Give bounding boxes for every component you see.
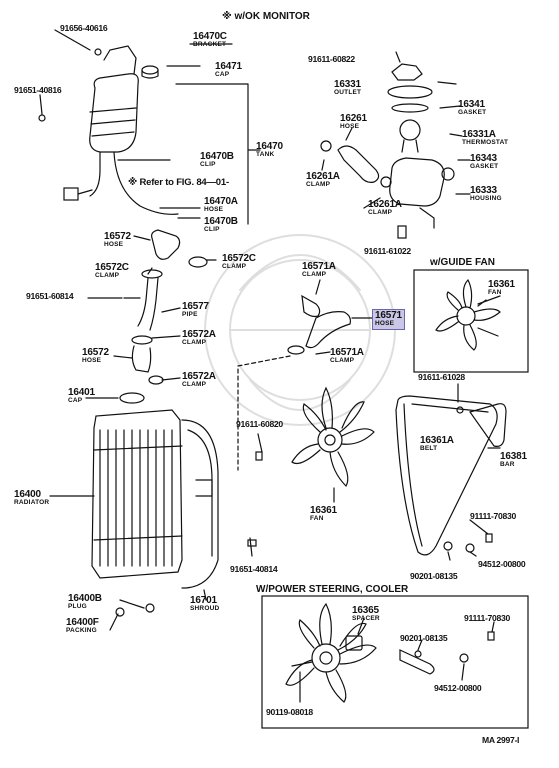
watermark-emblem: [204, 234, 396, 426]
hose-leader-lines: [87, 235, 373, 381]
part-number[interactable]: 90119-08018: [266, 707, 313, 717]
part-number[interactable]: 91611-60822: [308, 54, 355, 64]
part-number[interactable]: 94512-00800: [478, 559, 526, 569]
diagram-id: MA 2997-I: [482, 735, 520, 745]
guide-fan-header: w/GUIDE FAN: [430, 257, 496, 268]
part-number[interactable]: 91651-60814: [26, 291, 74, 301]
part-number[interactable]: 90201-08135: [400, 633, 448, 643]
part-number[interactable]: 90201-08135: [410, 571, 458, 581]
part-number[interactable]: 91111-70830: [470, 511, 516, 521]
part-number[interactable]: 91651-40816: [14, 85, 62, 95]
belt-leader-lines: [447, 383, 501, 561]
thermostat-group: [320, 63, 455, 239]
part-number[interactable]: 91651-40814: [230, 564, 278, 574]
part-number[interactable]: 91656-40616: [60, 23, 108, 33]
power-steering-frame: [261, 595, 529, 729]
figure-reference-note: ※ Refer to FIG. 84—01-: [128, 177, 229, 188]
tank-leader-lines: [39, 29, 261, 225]
shroud: [181, 419, 219, 589]
bolt-91651-icon: [38, 114, 46, 122]
ok-monitor-header: ※ w/OK MONITOR: [222, 11, 310, 22]
fan-leader-lines: [249, 433, 335, 557]
power-steering-fan: [285, 602, 495, 703]
part-number[interactable]: 91611-60820: [236, 419, 283, 429]
guide-fan-frame: [413, 269, 529, 373]
power-steering-header: W/POWER STEERING, COOLER: [256, 584, 409, 595]
reserve-tank: [63, 45, 179, 215]
bolt-91656-icon: [94, 48, 102, 56]
thermostat-leader-lines: [321, 51, 471, 229]
dashed-center-line: [237, 355, 291, 471]
hoses-pipe: [123, 229, 351, 385]
part-number[interactable]: 91111-70830: [464, 613, 510, 623]
bolt-91611-60820-icon: [255, 451, 263, 461]
main-fan: [291, 386, 375, 487]
guide-fan-leader: [477, 299, 487, 307]
part-number[interactable]: 91611-61022: [364, 246, 411, 256]
part-number[interactable]: 91611-61028: [418, 372, 465, 382]
bolt-91651-40814-icon: [247, 539, 257, 547]
power-steering-leaders: [299, 617, 495, 703]
drive-belt: [395, 395, 507, 556]
radiator: [91, 392, 183, 617]
radiator-leader-lines: [49, 397, 207, 631]
part-number[interactable]: 94512-00800: [434, 683, 482, 693]
